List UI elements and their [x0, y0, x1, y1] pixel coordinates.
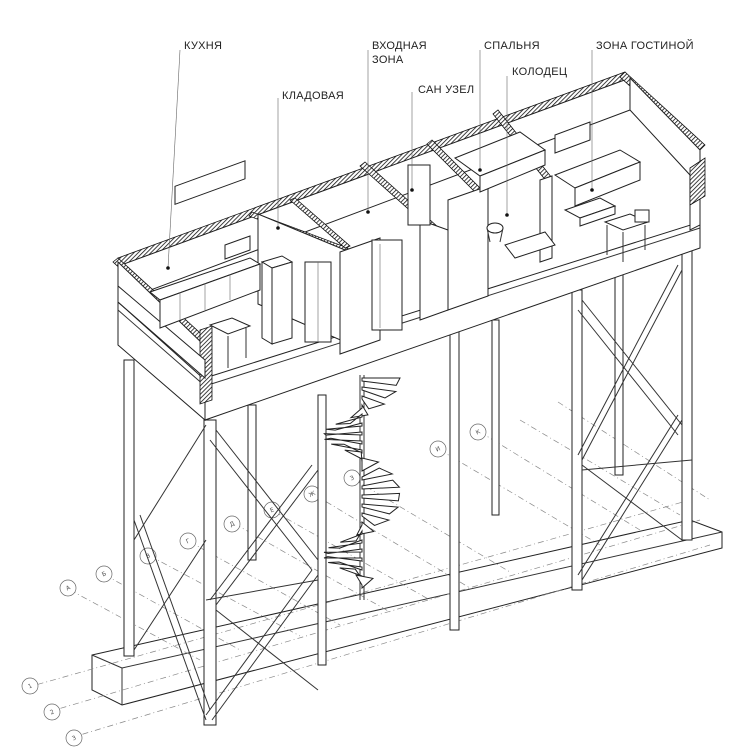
axis-bubble-num-2-label: 2	[49, 708, 56, 716]
stair-tread	[344, 449, 363, 463]
stair-tread	[361, 386, 398, 399]
label-living-zone: ЗОНА ГОСТИНОЙ	[596, 40, 694, 52]
furniture	[148, 121, 650, 368]
axis-bubbles: 1 2 3 А Б В Г Д Е Ж З И К	[21, 423, 487, 747]
spiral-staircase	[323, 375, 401, 600]
stair-tread	[361, 503, 400, 515]
label-well: КОЛОДЕЦ	[512, 66, 568, 78]
stair-tread	[361, 395, 386, 410]
stair-tread	[331, 443, 363, 454]
axis-bubble-letter-0	[59, 579, 77, 597]
axis-bubble-letter-4	[223, 515, 241, 533]
stair-tread	[323, 548, 363, 555]
axis-bubble-letter-5-label: Е	[269, 506, 276, 514]
axis-bubble-letter-9-label: К	[475, 428, 482, 436]
stair-tread	[335, 412, 363, 425]
axis-bubble-letter-1-label: Б	[101, 570, 108, 578]
stair-tread	[355, 574, 375, 590]
stair-tread	[328, 561, 363, 571]
axis-bubble-num-1	[21, 677, 39, 695]
label-kitchen: КУХНЯ	[184, 40, 223, 52]
label-bedroom: СПАЛЬНЯ	[484, 40, 540, 52]
stair-tread	[349, 403, 369, 419]
stair-tread	[361, 512, 391, 527]
axis-bubble-letter-4-label: Д	[229, 520, 236, 528]
stair-tread	[361, 492, 401, 502]
axis-bubble-num-3-label: 3	[71, 734, 78, 742]
axis-bubble-letter-2-label: В	[145, 552, 152, 560]
axis-bubble-num-2	[43, 703, 61, 721]
axis-bubble-letter-9	[469, 423, 487, 441]
axis-bubble-letter-8-label: И	[435, 445, 442, 453]
leader-lines	[166, 49, 594, 270]
stair-tread	[328, 539, 363, 549]
stair-tread	[361, 467, 394, 481]
stair-tread	[361, 479, 401, 490]
stair-tread	[323, 431, 363, 436]
stair-tread	[324, 437, 363, 445]
stair-tread	[340, 529, 363, 543]
stair-tread	[361, 457, 380, 472]
label-pantry: КЛАДОВАЯ	[282, 90, 344, 102]
upper-floor-slab	[117, 221, 701, 422]
stair-tread	[323, 556, 363, 562]
label-entrance-line2: ЗОНА	[372, 54, 404, 66]
axis-bubble-num-1-label: 1	[27, 682, 34, 690]
axis-bubble-num-3	[65, 729, 83, 747]
axis-bubble-letter-1	[95, 565, 113, 583]
stair-tread	[361, 377, 401, 386]
stair-tread	[326, 422, 363, 431]
axis-bubble-letter-8	[429, 440, 447, 458]
axis-bubble-letter-2	[139, 547, 157, 565]
axis-bubble-letter-3	[179, 532, 197, 550]
support-frame	[123, 234, 693, 726]
label-entrance-line1: ВХОДНАЯ	[372, 40, 427, 52]
axis-bubble-letter-3-label: Г	[185, 537, 192, 545]
axis-bubble-letter-0-label: А	[65, 584, 72, 592]
axis-bubble-letter-6-label: Ж	[308, 490, 317, 499]
label-bathroom: САН УЗЕЛ	[418, 84, 475, 96]
axis-bubble-letter-7-label: З	[349, 474, 356, 482]
